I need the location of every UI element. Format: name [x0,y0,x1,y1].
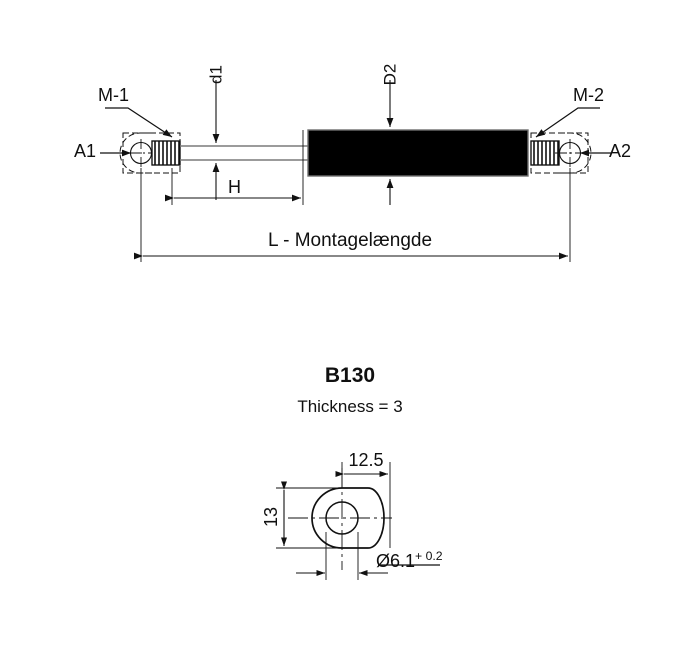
dimension-height: 13 [261,506,281,528]
assembly-view [100,80,611,262]
left-eye-outline [119,132,152,174]
label-d2: D2 [380,63,400,86]
dimension-width: 12.5 [348,450,384,470]
right-eye-outline [559,132,592,174]
detail-title: B130 [324,364,376,387]
m1-leader [105,107,173,138]
detail-view [276,462,440,580]
hole-diameter-value: Ø6.1 [376,551,416,571]
m2-leader [535,107,600,138]
right-thread-hatch [533,141,559,165]
label-m2: M-2 [573,85,604,105]
hole-tolerance-value: + 0.2 [415,549,443,563]
label-montage-length: L - Montagelængde [267,230,433,251]
label-a2: A2 [609,141,632,161]
detail-geometry [276,462,440,580]
assembly-geometry [100,80,611,262]
eyelet-outline [311,487,385,549]
label-m1: M-1 [98,85,129,105]
label-h: H [228,177,241,197]
left-thread-hatch [154,141,180,165]
detail-subtitle: Thickness = 3 [297,397,403,416]
label-d1: d1 [206,65,226,84]
cylinder-body [307,129,529,177]
dimension-hole: Ø6.1+ 0.2 [376,550,443,570]
label-a1: A1 [74,141,97,161]
